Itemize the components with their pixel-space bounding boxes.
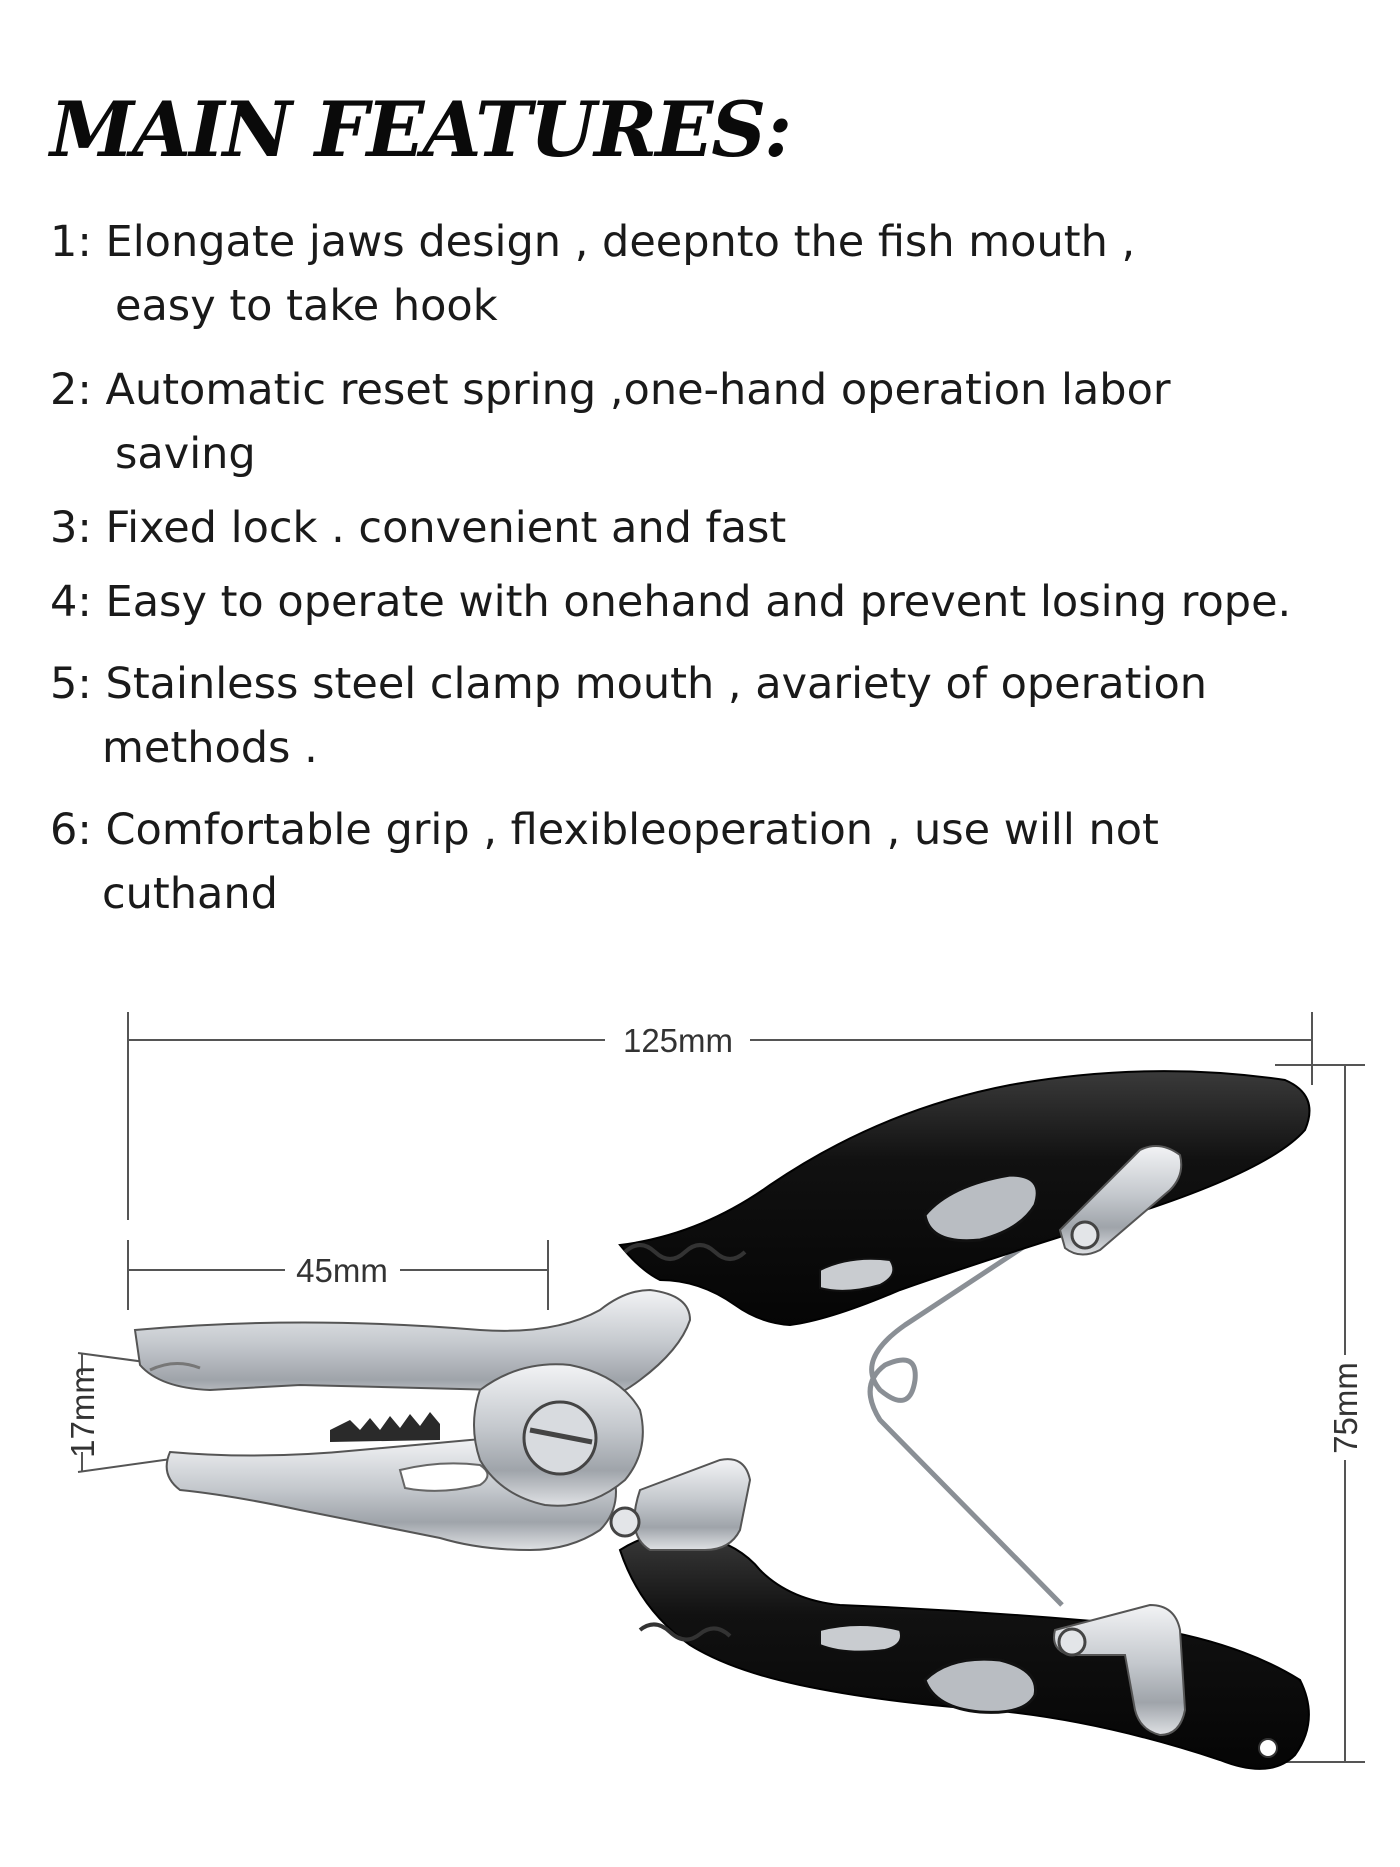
reset-spring bbox=[867, 1212, 1074, 1607]
upper-rivet bbox=[1070, 1220, 1100, 1250]
jaw-cutter-slot bbox=[398, 1462, 489, 1492]
lower-handle-slot bbox=[819, 1624, 902, 1653]
feature-item-3: 3: Fixed lock . convenient and fast bbox=[50, 496, 1370, 560]
feature-text: Comfortable grip , flexibleoperation , u… bbox=[105, 805, 1159, 855]
feature-text: Stainless steel clamp mouth , avariety o… bbox=[105, 659, 1208, 709]
feature-text: Easy to operate with onehand and prevent… bbox=[105, 577, 1292, 627]
feature-item-2: 2: Automatic reset spring ,one-hand oper… bbox=[50, 358, 1370, 486]
feature-text-continued: saving bbox=[115, 429, 256, 479]
jaw-tip-hook bbox=[149, 1362, 201, 1372]
fishing-pliers-illustration bbox=[133, 1070, 1311, 1770]
feature-text-continued: cuthand bbox=[102, 869, 278, 919]
feature-list: 1: Elongate jaws design , deepnto the fi… bbox=[50, 210, 1370, 926]
feature-item-1: 1: Elongate jaws design , deepnto the fi… bbox=[50, 210, 1370, 338]
pliers-dimension-diagram: 125mm 45mm 75mm 17mm bbox=[64, 1012, 1365, 1770]
feature-text: Fixed lock . convenient and fast bbox=[105, 503, 787, 553]
dimension-label-opening: 75mm bbox=[1327, 1362, 1364, 1454]
dimension-75mm bbox=[1275, 1064, 1365, 1763]
feature-number: 1: bbox=[50, 217, 92, 267]
jaw-teeth bbox=[330, 1412, 440, 1442]
lower-handle bbox=[618, 1531, 1310, 1770]
feature-text-continued: methods . bbox=[102, 723, 318, 773]
upper-handle-grip-ridges bbox=[623, 1243, 747, 1261]
lower-handle-grip-ridges bbox=[638, 1622, 732, 1642]
pivot-screw-slot bbox=[529, 1427, 593, 1445]
dimension-label-length: 125mm bbox=[623, 1022, 733, 1059]
feature-number: 5: bbox=[50, 659, 92, 709]
feature-text: Automatic reset spring ,one-hand operati… bbox=[105, 365, 1171, 415]
dimension-label-jaw-width: 17mm bbox=[64, 1366, 101, 1458]
feature-item-4: 4: Easy to operate with onehand and prev… bbox=[50, 570, 1370, 634]
feature-text: Elongate jaws design , deepnto the fish … bbox=[105, 217, 1136, 267]
split-ring-lever bbox=[633, 1458, 752, 1551]
feature-number: 3: bbox=[50, 503, 92, 553]
lanyard-hole bbox=[1258, 1738, 1278, 1758]
feature-item-6: 6: Comfortable grip , flexibleoperation … bbox=[50, 798, 1370, 926]
upper-handle-slot bbox=[819, 1257, 895, 1292]
dimension-45mm bbox=[127, 1240, 549, 1310]
dimension-label-jaw-length: 45mm bbox=[296, 1252, 388, 1289]
page-title: MAIN FEATURES: bbox=[50, 85, 792, 174]
lower-rivet bbox=[1057, 1627, 1087, 1657]
feature-text-continued: easy to take hook bbox=[115, 281, 498, 331]
feature-number: 2: bbox=[50, 365, 92, 415]
dimension-125mm bbox=[127, 1012, 1313, 1220]
feature-item-5: 5: Stainless steel clamp mouth , avariet… bbox=[50, 652, 1370, 780]
feature-number: 4: bbox=[50, 577, 92, 627]
lower-handle-window bbox=[923, 1657, 1038, 1714]
feature-number: 6: bbox=[50, 805, 92, 855]
lever-rivet bbox=[609, 1506, 641, 1538]
upper-handle-window bbox=[923, 1173, 1039, 1243]
